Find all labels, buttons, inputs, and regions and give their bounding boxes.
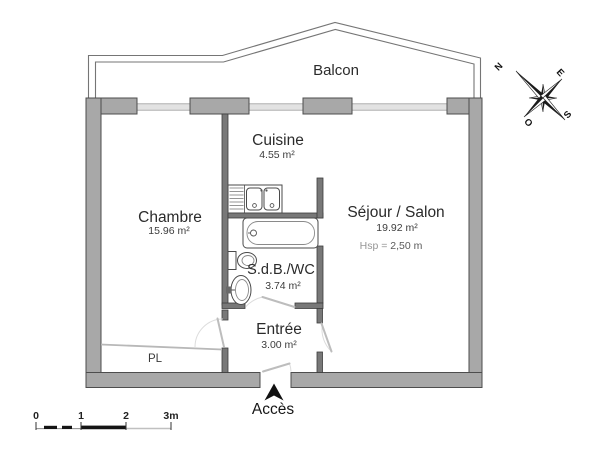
balcony-label: Balcon (313, 62, 359, 79)
compass-rose-icon (515, 70, 566, 121)
ceiling-height-label: Hsp = (359, 240, 391, 252)
ceiling-height-note: Hsp = 2,50 m (359, 240, 423, 252)
room-label-entree: Entrée (256, 321, 302, 338)
access-arrow-icon (264, 383, 284, 401)
room-area-chambre: 15.96 m² (148, 225, 190, 237)
sdb-door-leaf (261, 296, 296, 308)
room-label-sejour: Séjour / Salon (347, 204, 445, 221)
balcony-outline (87, 21, 482, 98)
room-area-sdb: 3.74 m² (265, 280, 301, 292)
room-label-sdb: S.d.B./WC (247, 262, 315, 278)
room-area-cuisine: 4.55 m² (259, 149, 295, 161)
scale-tick-2: 2 (123, 410, 129, 422)
window-3 (351, 103, 448, 111)
kitchen-sink-icon (227, 184, 283, 214)
access-label: Accès (251, 401, 295, 418)
closet-divider (100, 343, 223, 351)
door-leaves (216, 296, 333, 373)
outer-walls (85, 97, 483, 388)
bathtub-icon (242, 217, 319, 249)
room-label-chambre: Chambre (138, 209, 202, 226)
closet-label: PL (147, 353, 163, 365)
chambre-door-leaf (216, 317, 225, 348)
window-2 (248, 103, 304, 111)
scale-tick-0: 0 (33, 410, 39, 422)
sejour-door-leaf (320, 322, 333, 353)
window-band (136, 103, 448, 111)
scale-tick-1: 1 (78, 410, 84, 422)
toilet-icon (227, 251, 257, 270)
scale-bar (35, 422, 172, 430)
washbasin-icon (226, 275, 252, 305)
room-area-sejour: 19.92 m² (376, 222, 418, 234)
window-1 (136, 103, 191, 111)
entrance-door-leaf (262, 362, 291, 373)
ceiling-height-value: 2,50 m (390, 240, 423, 252)
room-area-entree: 3.00 m² (261, 339, 297, 351)
scale-tick-3m: 3m (163, 410, 179, 422)
room-label-cuisine: Cuisine (252, 132, 304, 149)
